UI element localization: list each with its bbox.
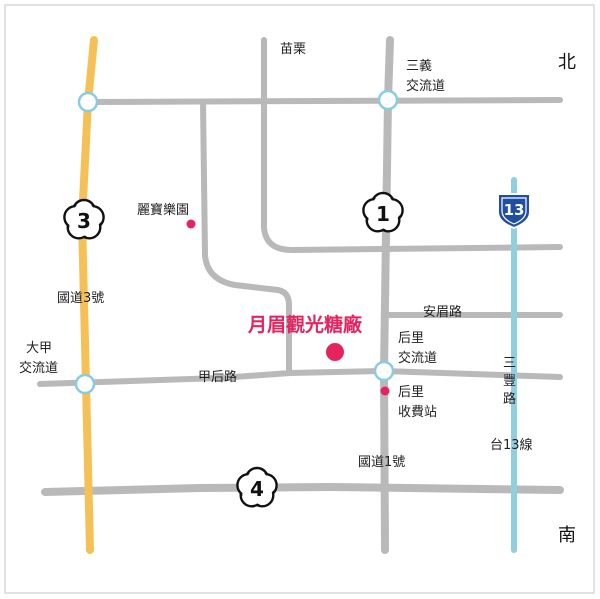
shield-freeway1: 1 [362,191,404,233]
interchanges [74,89,399,395]
label-sanfeng-3: 路 [503,391,516,407]
location-dot-icon [380,386,390,396]
label-sanyi-1: 三義 [406,58,432,74]
shield-route4: 4 [236,466,278,508]
interchange-marker-icon [77,91,99,113]
label-dajia-2: 交流道 [19,360,58,376]
south-label: 南 [558,525,576,546]
label-jiahou-road: 甲后路 [198,369,237,385]
label-tai13: 台13線 [490,437,533,453]
interchange-marker-icon [373,360,395,382]
target-location-dot-icon [326,343,344,361]
interchange-marker-icon [377,89,399,111]
label-toll-1: 后里 [398,385,424,400]
label-guodao1: 國道1號 [358,455,405,470]
label-target: 月眉觀光糖廠 [247,313,363,336]
road-jiahou [37,368,563,387]
label-sanfeng-2: 豐 [503,374,516,389]
label-sanyi-2: 交流道 [406,78,445,94]
interchange-marker-icon [74,373,96,395]
shield-freeway3: 3 [63,198,105,240]
road-west-winding [200,99,292,376]
shield-freeway1-number: 1 [376,202,390,226]
location-dot-icon [186,219,196,229]
road-freeway1 [380,36,394,554]
label-toll-2: 收費站 [398,405,437,420]
label-leofoo: 麗寶樂園 [137,202,189,218]
label-dajia-1: 大甲 [26,341,52,356]
label-guodao3: 國道3號 [57,291,104,306]
shield-route4-number: 4 [250,477,264,501]
label-miaoli: 苗栗 [280,42,306,57]
label-sanfeng-1: 三 [503,356,516,371]
road-north-horizontal [85,97,563,105]
shield-freeway3-number: 3 [77,209,91,233]
north-label: 北 [558,52,576,73]
label-houli-ic-1: 后里 [398,331,424,346]
road-miaoli [261,37,563,253]
label-anmei-road: 安眉路 [423,304,462,320]
shield-route13: 13 [497,193,531,230]
shield-route13-number: 13 [504,201,525,219]
label-houli-ic-2: 交流道 [398,350,437,366]
